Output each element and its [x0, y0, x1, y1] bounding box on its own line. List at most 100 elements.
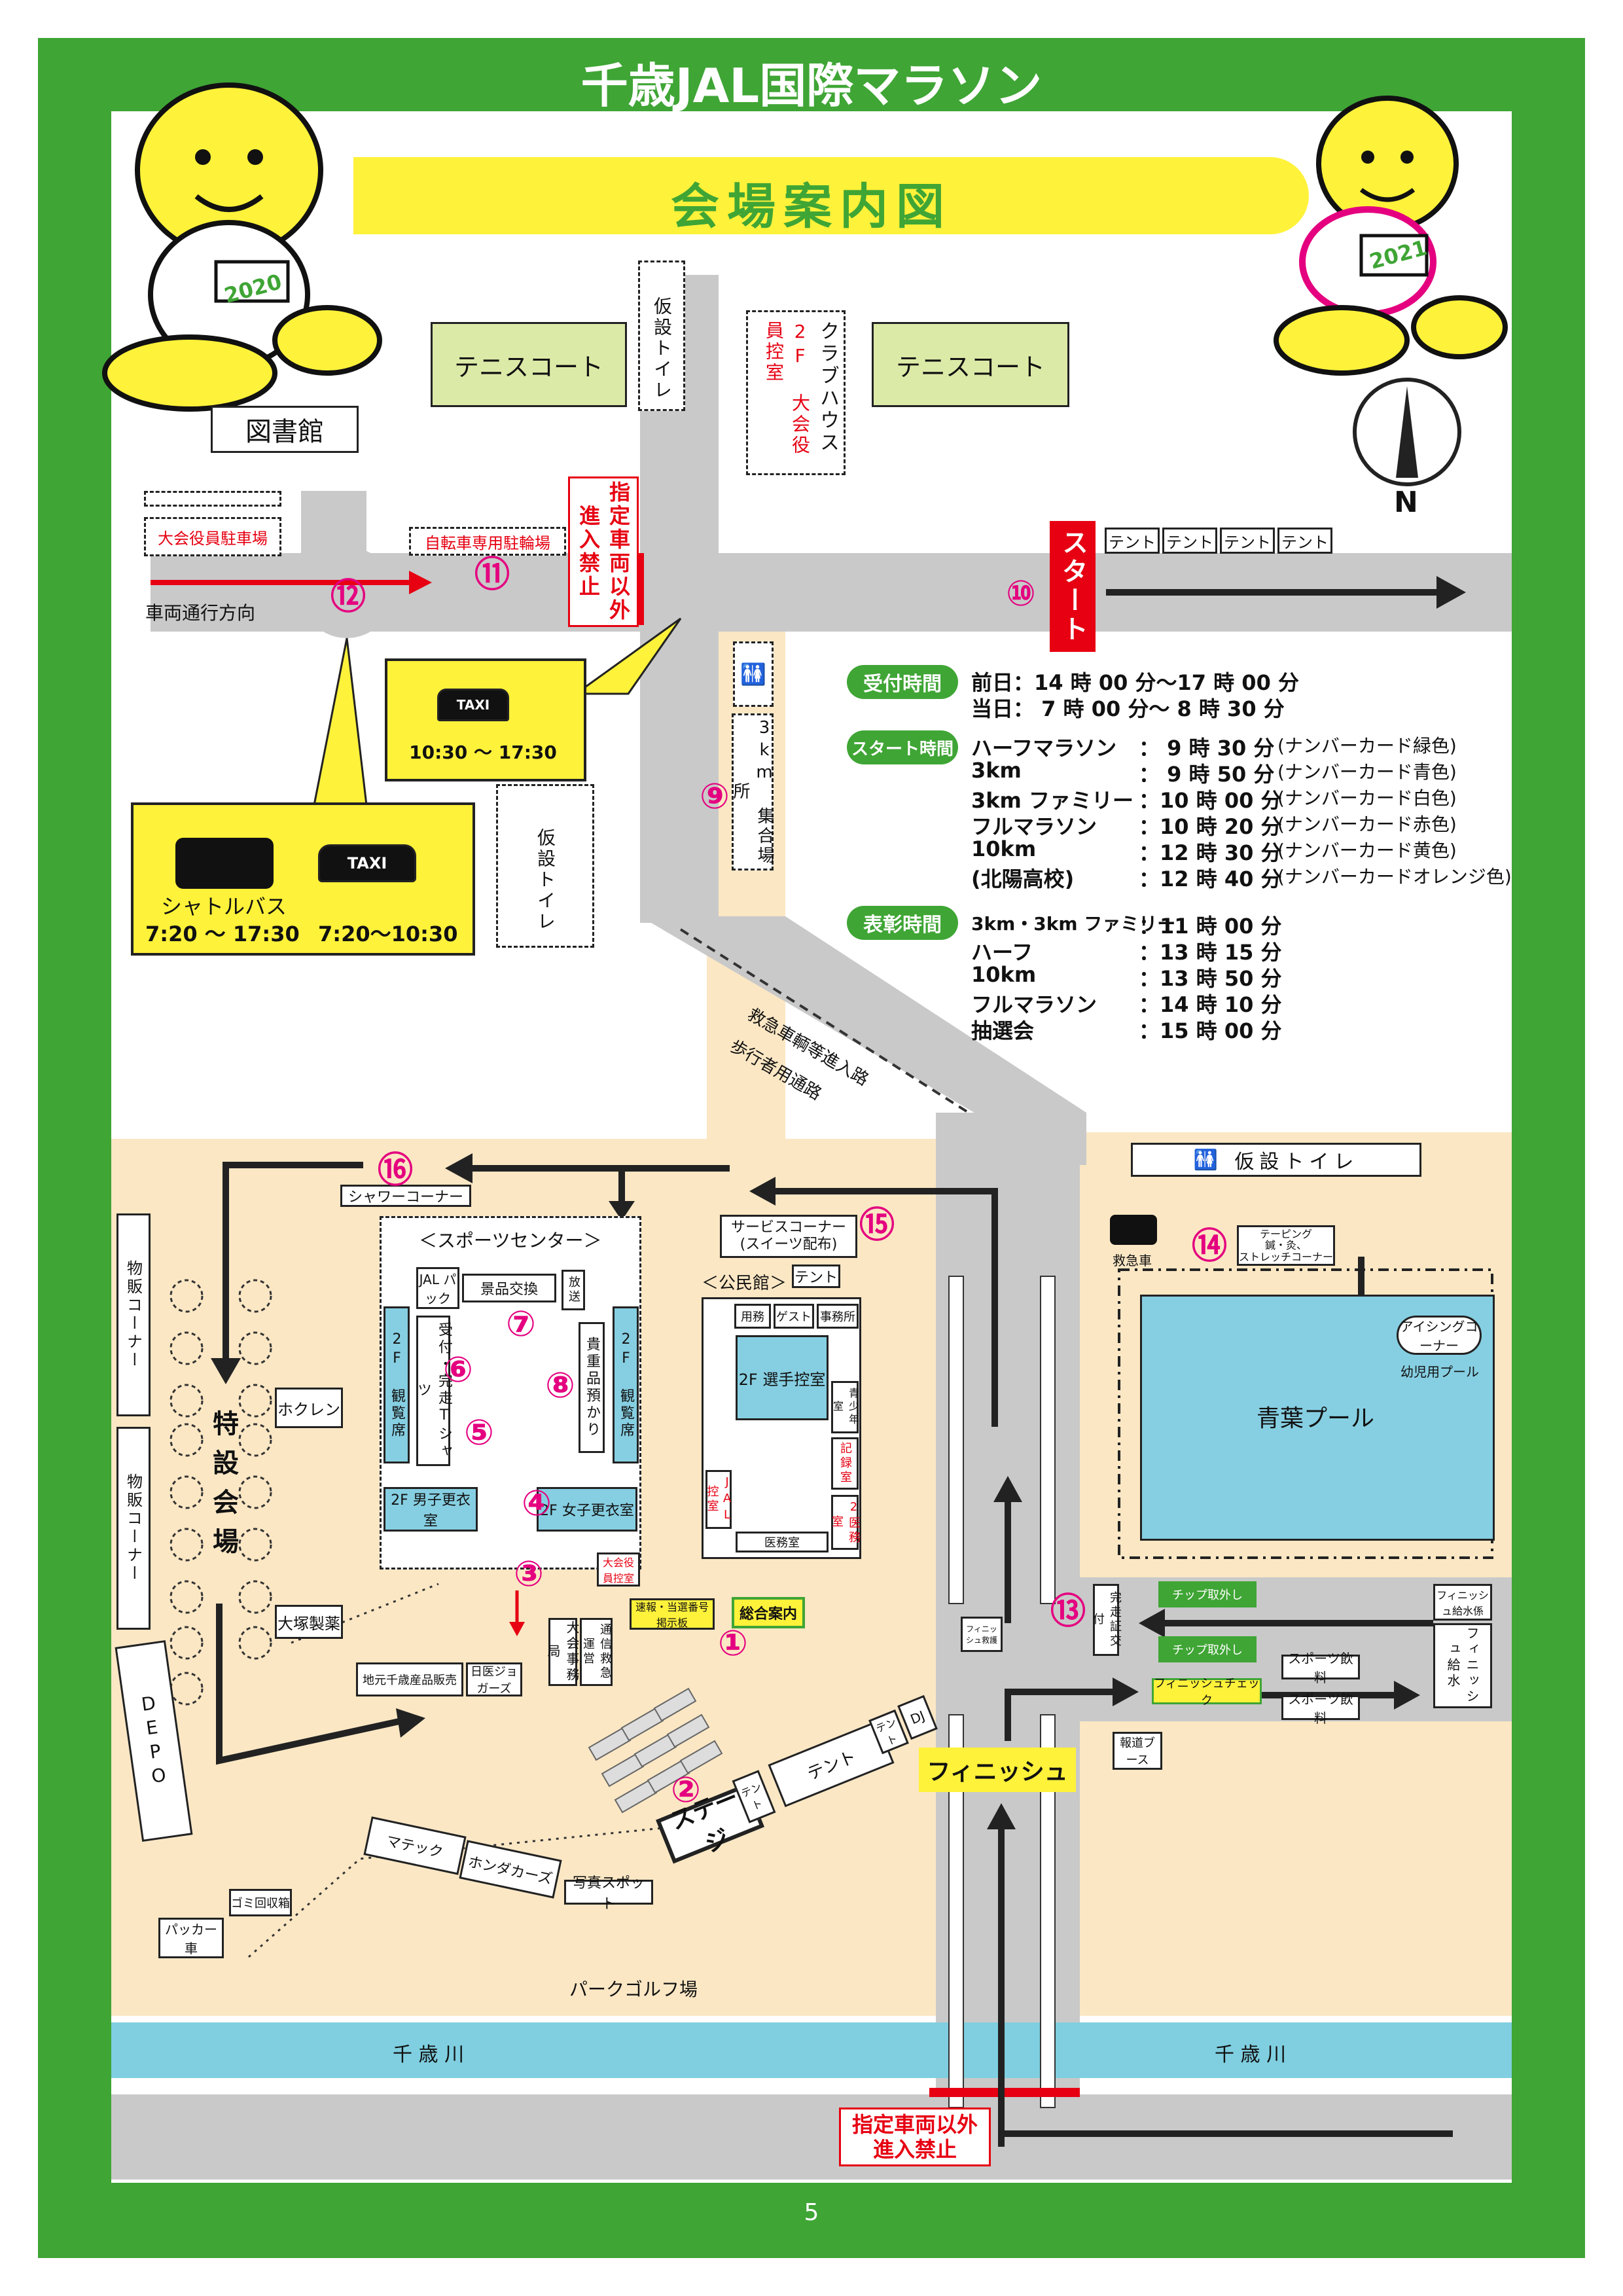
bus-icon — [175, 838, 274, 889]
press-booth: 報道ブース — [1113, 1732, 1162, 1770]
garbage-box: ゴミ回収箱 — [229, 1889, 292, 1916]
jal-pack: JAL パック — [416, 1267, 459, 1309]
jal-room: JAL控室 — [705, 1470, 734, 1529]
goods-corner-2: 物販コーナー — [116, 1427, 151, 1630]
sand-area-right — [1008, 1132, 1512, 2016]
no-entry-top: 指定車両以外進入禁止 — [568, 476, 639, 627]
start-row-race: (北陽高校) — [971, 867, 1075, 891]
tent-top-4: テント — [1277, 528, 1332, 554]
shuttle-hours: 7:20 ～ 17:30 — [145, 922, 300, 946]
temp-toilet-right: 🚻 仮設トイレ — [1131, 1143, 1421, 1177]
community-hall-tent: テント — [792, 1265, 840, 1288]
taxi-hours: 10:30 ～ 17:30 — [409, 742, 557, 763]
tennis-court-left: テニスコート — [431, 322, 627, 407]
start-sign[interactable]: スタート — [1050, 521, 1096, 652]
marker-15: ⑮ — [859, 1204, 895, 1246]
otsuka-booth: 大塚製薬 — [275, 1605, 343, 1639]
mascot-right — [1274, 96, 1508, 376]
temp-toilet-mid: 仮設トイレ — [496, 784, 594, 948]
toilet-icon-box: 🚻 — [733, 641, 774, 707]
packer-truck: パッカー車 — [158, 1918, 224, 1958]
general-info[interactable]: 総合案内 — [732, 1597, 805, 1628]
marker-8: ⑧ — [545, 1364, 575, 1406]
spectator-seats-left: 2F 観覧席 — [383, 1306, 410, 1463]
bicycle-parking: 自転車専用駐輪場 — [409, 527, 566, 556]
toilet-icon: 🚻 — [740, 662, 766, 687]
parking-dashed-box — [144, 491, 281, 507]
start-row-race: 10km — [971, 836, 1037, 861]
taxi2-hours: 7:20～10:30 — [318, 922, 458, 946]
map-subtitle: 会場案内図 — [671, 179, 952, 235]
start-row-time: ：10 時 00 分 — [1139, 788, 1282, 813]
marker-6: ⑥ — [443, 1348, 473, 1390]
award-row-time: ：14 時 10 分 — [1139, 992, 1282, 1017]
library: 図書館 — [211, 406, 359, 453]
shower-corner: シャワーコーナー — [340, 1185, 471, 1207]
officials-room: 大会役員控室 — [597, 1552, 640, 1587]
assembly-3km: 3km 集合場所 — [730, 713, 774, 870]
club-house — [746, 310, 846, 475]
north-label: N — [1394, 486, 1418, 519]
marker-12: ⑫ — [330, 575, 366, 617]
icing-corner: アイシングコーナー — [1397, 1316, 1482, 1355]
medical-room: 医務室 — [736, 1532, 829, 1552]
marker-4: ④ — [522, 1482, 552, 1524]
club-house-label: クラブハウス — [816, 321, 839, 454]
marker-11: ⑪ — [474, 553, 510, 595]
marker-7: ⑦ — [506, 1302, 536, 1344]
reception-time-label: 受付時間 — [847, 665, 958, 699]
marker-14: ⑭ — [1192, 1225, 1227, 1266]
finish-water-staff: フィニッシュ給水係 — [1433, 1584, 1492, 1621]
page-number: 5 — [804, 2199, 819, 2226]
valuables: 貴重品預かり — [579, 1322, 605, 1453]
shuttle-label: シャトルバス — [161, 894, 287, 919]
award-row-time: ：15 時 00 分 — [1139, 1018, 1282, 1043]
start-row-time: ： 9 時 30 分 — [1139, 736, 1275, 761]
marker-3: ③ — [514, 1552, 544, 1594]
hall-room-3: 事務所 — [817, 1304, 859, 1329]
start-row-note: (ナンバーカード黄色) — [1277, 840, 1457, 861]
taxi-icon-2: TAXI — [318, 844, 416, 882]
tent-top-2: テント — [1162, 528, 1217, 554]
chip-removal-1: チップ取外し — [1158, 1581, 1257, 1607]
hokuren-booth: ホクレン — [275, 1388, 343, 1428]
aoba-pool-label: 青葉プール — [1256, 1405, 1374, 1432]
reception-time-0: 前日：14 時 00 分～17 時 00 分 — [971, 670, 1299, 695]
broadcast: 放送 — [562, 1270, 585, 1310]
chip-removal-2: チップ取外し — [1158, 1636, 1257, 1662]
special-venue: 特設会場 — [208, 1410, 238, 1567]
start-row-race: 3km — [971, 758, 1022, 783]
kids-pool: 幼児用プール — [1400, 1364, 1479, 1380]
comm-ems: 通信救急運営 — [580, 1618, 613, 1686]
sports-center-label: ＜スポーツセンター＞ — [419, 1230, 602, 1251]
subtitle-band — [353, 157, 1309, 234]
ambulance-icon — [1110, 1215, 1157, 1245]
vehicle-direction: 車両通行方向 — [145, 602, 256, 624]
finish-banner[interactable]: フィニッシュ — [919, 1748, 1076, 1792]
tennis-court-right: テニスコート — [872, 322, 1069, 407]
sports-drink-1: スポーツ飲料 — [1281, 1651, 1360, 1685]
youth-room: 青少年室 — [831, 1381, 859, 1433]
reception-time-1: 当日： 7 時 00 分～ 8 時 30 分 — [971, 696, 1285, 721]
start-row-note: (ナンバーカード白色) — [1277, 787, 1457, 809]
hall-room-2: ゲスト — [774, 1304, 814, 1329]
award-row-race: 10km — [971, 962, 1037, 987]
local-products: 地元千歳産品販売 — [356, 1662, 463, 1696]
mens-locker-room: 2F 男子更衣室 — [383, 1487, 478, 1532]
athlete-room: 2F 選手控室 — [736, 1335, 829, 1420]
river-label-right: 千 歳 川 — [1215, 2043, 1287, 2066]
nichii-joggers: 日医ジョガーズ — [466, 1662, 522, 1696]
award-row-time: ：11 時 00 分 — [1139, 914, 1282, 939]
finish-water: フィニッシュ給水 — [1433, 1623, 1492, 1708]
award-row-time: ：13 時 50 分 — [1139, 966, 1282, 991]
start-row-race: ハーフマラソン — [971, 736, 1117, 761]
award-row-race: 抽選会 — [971, 1018, 1035, 1043]
completion-certificate: 完走証交付 — [1091, 1584, 1122, 1656]
reception-tshirt: 受付・完走Tシャツ — [415, 1316, 452, 1466]
mascot-left — [102, 82, 382, 412]
result-board: 速報・当選番号掲示板 — [630, 1598, 715, 1630]
finish-check: フィニッシュチェック — [1152, 1677, 1262, 1708]
award-time-label: 表彰時間 — [847, 906, 958, 940]
start-row-note: (ナンバーカード赤色) — [1277, 814, 1457, 835]
park-golf: パークゴルフ場 — [569, 1979, 698, 2000]
